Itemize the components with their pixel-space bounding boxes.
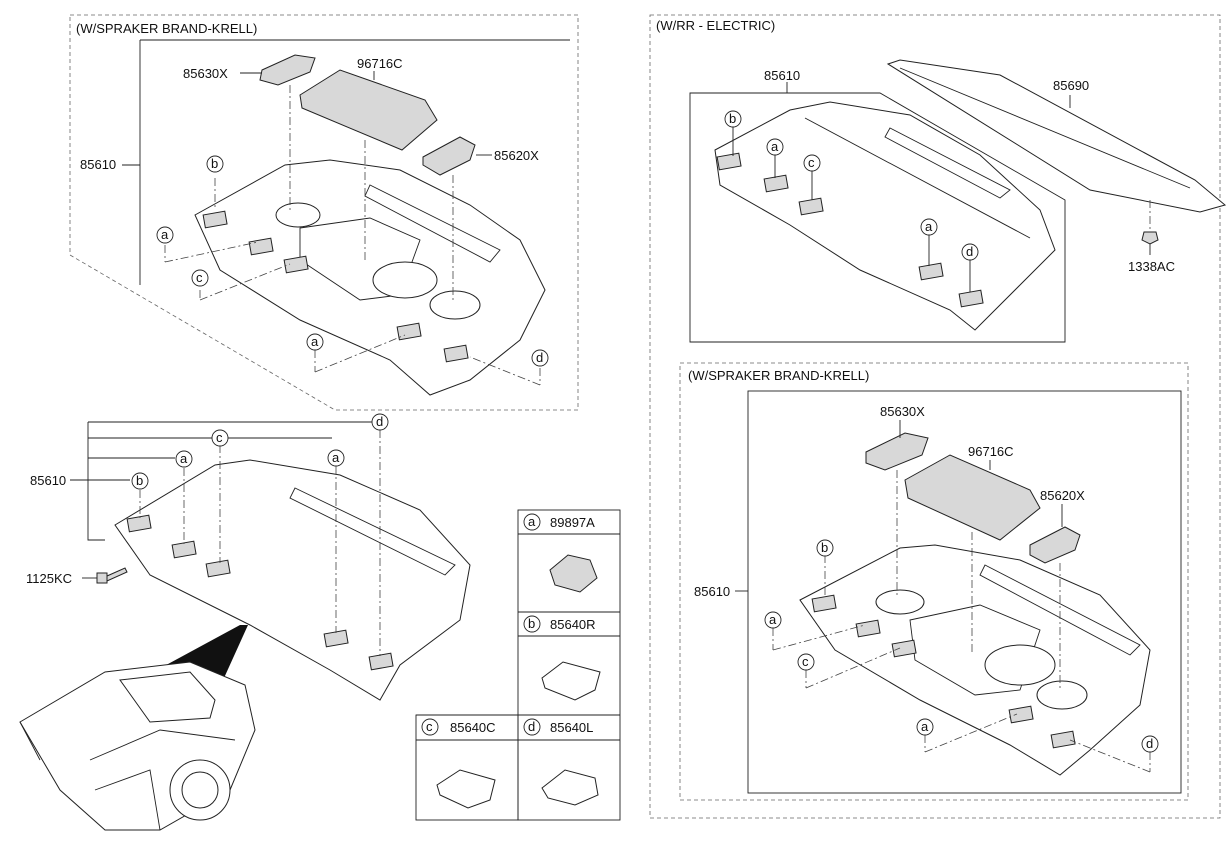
callout-c: c — [797, 653, 815, 671]
callout-a: a — [920, 218, 938, 236]
package-tray-shelf — [194, 159, 546, 396]
svg-text:b: b — [821, 540, 828, 555]
panel-top-left: (W/SPRAKER BRAND-KRELL) — [69, 14, 579, 411]
label-85690: 85690 — [1053, 78, 1089, 93]
callout-d: d — [531, 349, 549, 367]
cover-96716c — [904, 454, 1041, 541]
svg-text:a: a — [771, 139, 779, 154]
vehicle-illustration — [19, 661, 256, 831]
label-85610: 85610 — [30, 473, 66, 488]
callout-a: a — [766, 138, 784, 156]
legend-table: a 89897A b 85640R c 85640C d 85640L — [415, 509, 621, 821]
nut-1338ac — [1141, 231, 1159, 245]
svg-text:b: b — [528, 616, 535, 631]
panel-top-left-header: (W/SPRAKER BRAND-KRELL) — [76, 21, 257, 36]
callout-d: d — [1141, 735, 1159, 753]
cover-85620x — [1029, 526, 1081, 564]
callout-d: d — [371, 413, 389, 431]
callout-b: b — [206, 155, 224, 173]
svg-text:a: a — [311, 334, 319, 349]
legend-row-a: a 89897A — [523, 513, 598, 593]
label-85620x: 85620X — [1040, 488, 1085, 503]
legend-part-c: 85640C — [450, 720, 496, 735]
svg-text:a: a — [332, 450, 340, 465]
svg-text:c: c — [216, 430, 223, 445]
svg-text:d: d — [376, 414, 383, 429]
svg-text:d: d — [528, 719, 535, 734]
package-tray-shelf — [799, 544, 1151, 776]
callout-a: a — [156, 226, 174, 244]
svg-text:d: d — [966, 244, 973, 259]
svg-text:a: a — [921, 719, 929, 734]
svg-text:d: d — [536, 350, 543, 365]
label-85620x: 85620X — [494, 148, 539, 163]
callout-a: a — [764, 611, 782, 629]
callout-c: c — [211, 429, 229, 447]
svg-text:b: b — [211, 156, 218, 171]
legend-part-a: 89897A — [550, 515, 595, 530]
svg-text:a: a — [180, 451, 188, 466]
svg-text:c: c — [808, 155, 815, 170]
package-tray-shelf — [114, 459, 471, 701]
speaker-opening — [372, 261, 438, 299]
legend-part-d: 85640L — [550, 720, 593, 735]
svg-text:c: c — [196, 270, 203, 285]
legend-part-b: 85640R — [550, 617, 596, 632]
label-1338ac: 1338AC — [1128, 259, 1175, 274]
panel-top-right-header: (W/RR - ELECTRIC) — [656, 18, 775, 33]
callout-a: a — [327, 449, 345, 467]
label-85610: 85610 — [764, 68, 800, 83]
svg-text:c: c — [802, 654, 809, 669]
svg-text:a: a — [528, 514, 536, 529]
panel-top-right: (W/RR - ELECTRIC) 85610 b a c a d 85690 … — [649, 14, 1227, 819]
legend-row-b: b 85640R — [523, 615, 601, 701]
svg-text:d: d — [1146, 736, 1153, 751]
label-85610: 85610 — [80, 157, 116, 172]
label-85630x: 85630X — [880, 404, 925, 419]
svg-text:a: a — [925, 219, 933, 234]
callout-c: c — [803, 154, 821, 172]
panel-bottom-right: (W/SPRAKER BRAND-KRELL) 85610 85630X 967… — [679, 362, 1189, 801]
svg-text:c: c — [426, 719, 433, 734]
label-85610: 85610 — [694, 584, 730, 599]
label-96716c: 96716C — [968, 444, 1014, 459]
panel-bottom-right-header: (W/SPRAKER BRAND-KRELL) — [688, 368, 869, 383]
svg-text:a: a — [161, 227, 169, 242]
cover-85620x — [422, 136, 476, 176]
svg-text:b: b — [729, 111, 736, 126]
cover-85630x — [259, 54, 316, 86]
callout-b: b — [724, 110, 742, 128]
label-1125kc: 1125KC — [26, 571, 72, 586]
callout-a: a — [916, 718, 934, 736]
callout-b: b — [816, 539, 834, 557]
legend-row-c: c 85640C — [421, 718, 496, 809]
callout-a: a — [306, 333, 324, 351]
callout-d: d — [961, 243, 979, 261]
callout-a: a — [175, 450, 193, 468]
screw-1125kc — [96, 567, 128, 584]
callout-c: c — [191, 269, 209, 287]
assembly-bottom-left: d c a a b 85610 1125KC — [19, 413, 471, 831]
callout-b: b — [131, 472, 149, 490]
cover-96716c — [299, 69, 438, 151]
label-85630x: 85630X — [183, 66, 228, 81]
svg-text:b: b — [136, 473, 143, 488]
label-96716c: 96716C — [357, 56, 403, 71]
cover-85630x — [865, 432, 929, 471]
svg-text:a: a — [769, 612, 777, 627]
legend-row-d: d 85640L — [523, 718, 599, 806]
